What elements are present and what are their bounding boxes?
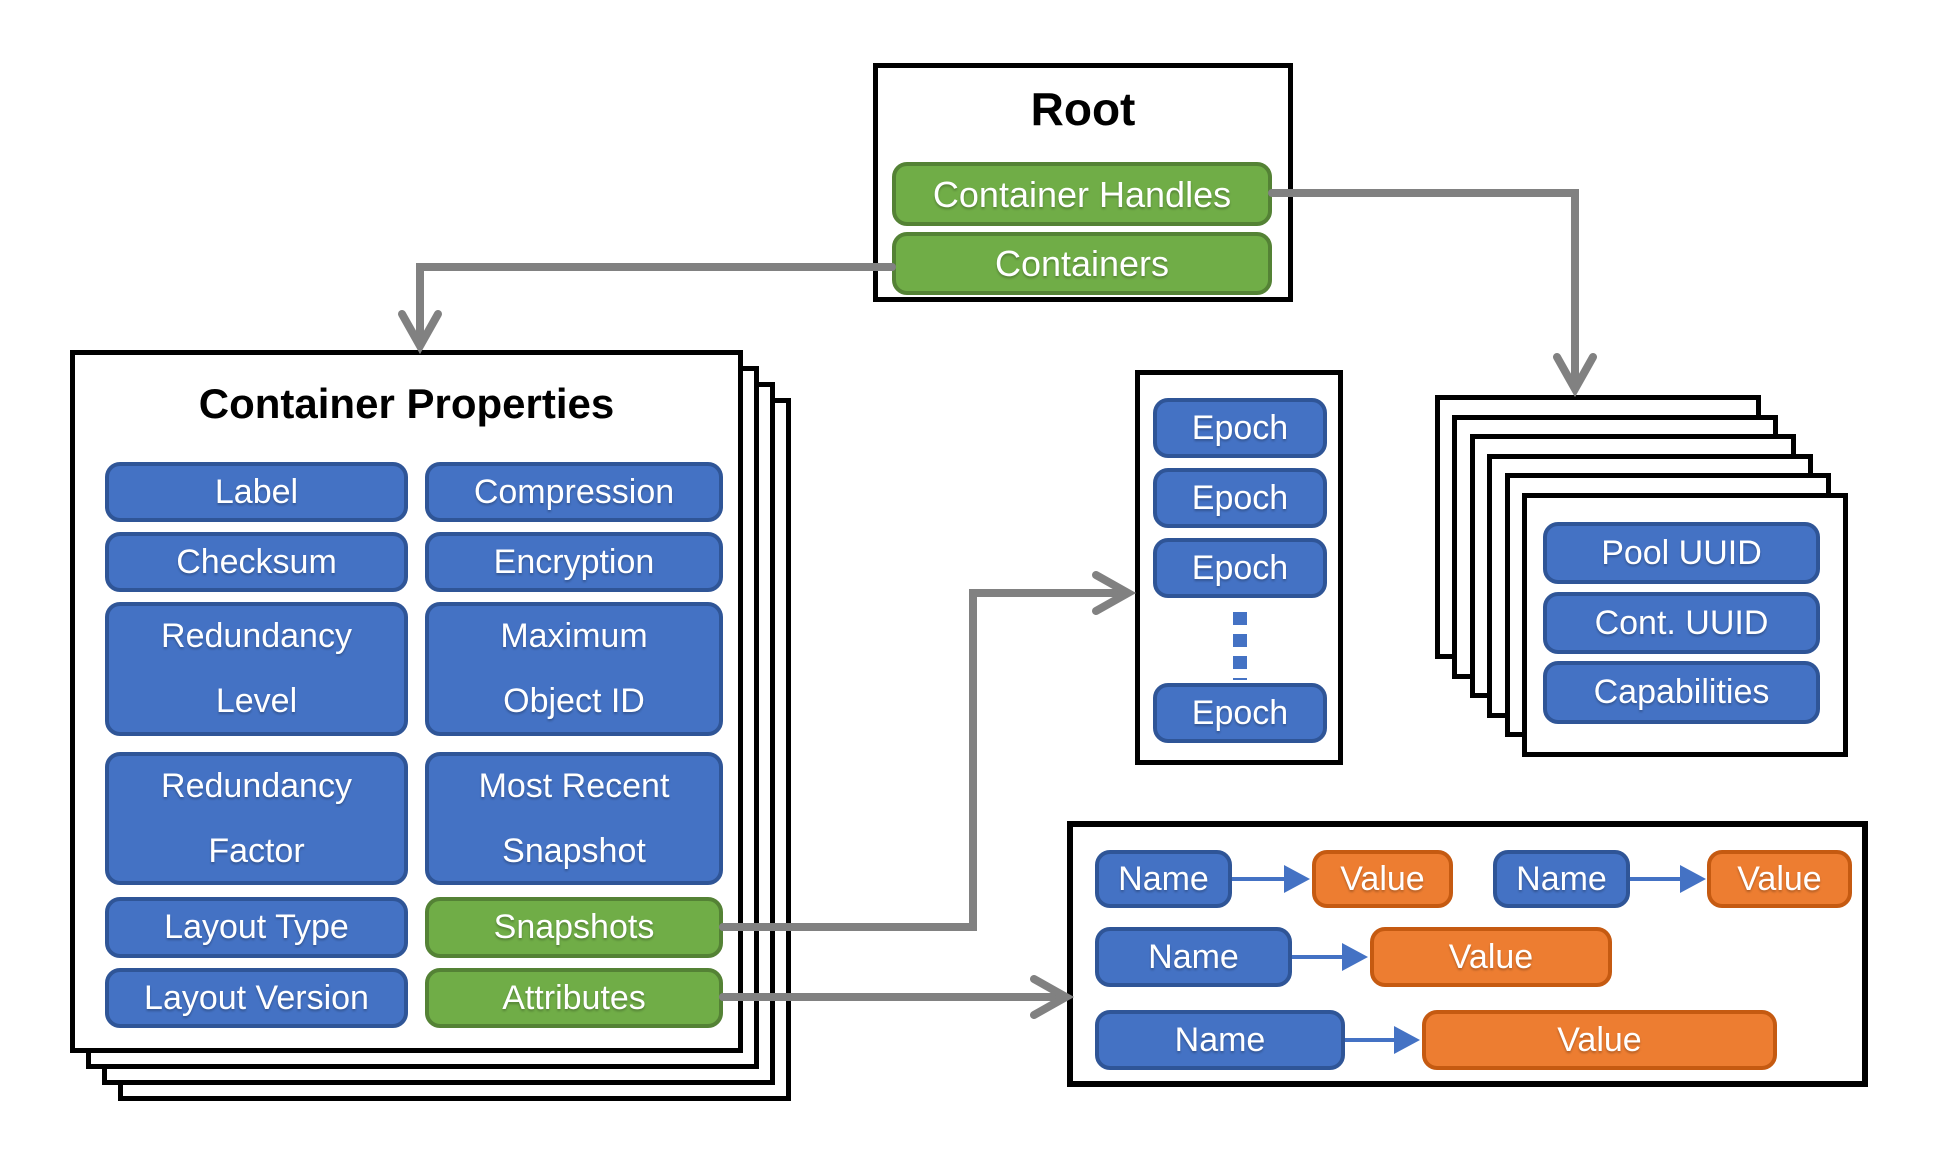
prop-redundancy-level-button: Redundancy Level [105,602,408,736]
attr-value: Value [1707,850,1852,908]
epoch-button: Epoch [1153,683,1327,743]
arrow-right-head [1030,975,1075,1019]
prop-compression-button: Compression [425,462,723,522]
containers-button: Containers [892,232,1272,295]
attr-name: Name [1095,1010,1345,1070]
prop-encryption-button: Encryption [425,532,723,592]
epoch-list-box: Epoch Epoch Epoch Epoch [1135,370,1343,765]
prop-redundancy-factor-button: Redundancy Factor [105,752,408,885]
container-properties-box: Container Properties Label Compression C… [70,350,743,1053]
containers-to-properties-arrow [416,263,896,342]
attr-value: Value [1312,850,1453,908]
pool-uuid-button: Pool UUID [1543,522,1820,584]
epoch-button: Epoch [1153,538,1327,598]
prop-most-recent-snapshot-button: Most Recent Snapshot [425,752,723,885]
container-handle-box: Pool UUID Cont. UUID Capabilities [1522,493,1848,757]
epoch-button: Epoch [1153,398,1327,458]
prop-maximum-object-id-button: Maximum Object ID [425,602,723,736]
attr-value: Value [1370,927,1612,987]
arrow-down-head [1553,353,1597,398]
attr-value: Value [1422,1010,1777,1070]
handles-to-stack-arrow [1268,189,1579,385]
attributes-box: Name Value Name Value Name Value Name Va… [1067,821,1868,1087]
arrow-down-head [398,310,442,355]
prop-attributes-button: Attributes [425,968,723,1028]
prop-snapshots-button: Snapshots [425,897,723,958]
root-title: Root [1030,83,1136,135]
cont-uuid-button: Cont. UUID [1543,592,1820,654]
prop-checksum-button: Checksum [105,532,408,592]
capabilities-button: Capabilities [1543,661,1820,724]
prop-layout-type-button: Layout Type [105,897,408,958]
prop-layout-version-button: Layout Version [105,968,408,1028]
epoch-button: Epoch [1153,468,1327,528]
attr-name: Name [1493,850,1630,908]
arrow-right-head [1092,571,1137,615]
attr-name: Name [1095,850,1232,908]
attr-name: Name [1095,927,1292,987]
container-properties-title: Container Properties [198,380,615,427]
root-box: Root Container Handles Containers [873,63,1293,302]
prop-label-button: Label [105,462,408,522]
container-handles-button: Container Handles [892,162,1272,226]
